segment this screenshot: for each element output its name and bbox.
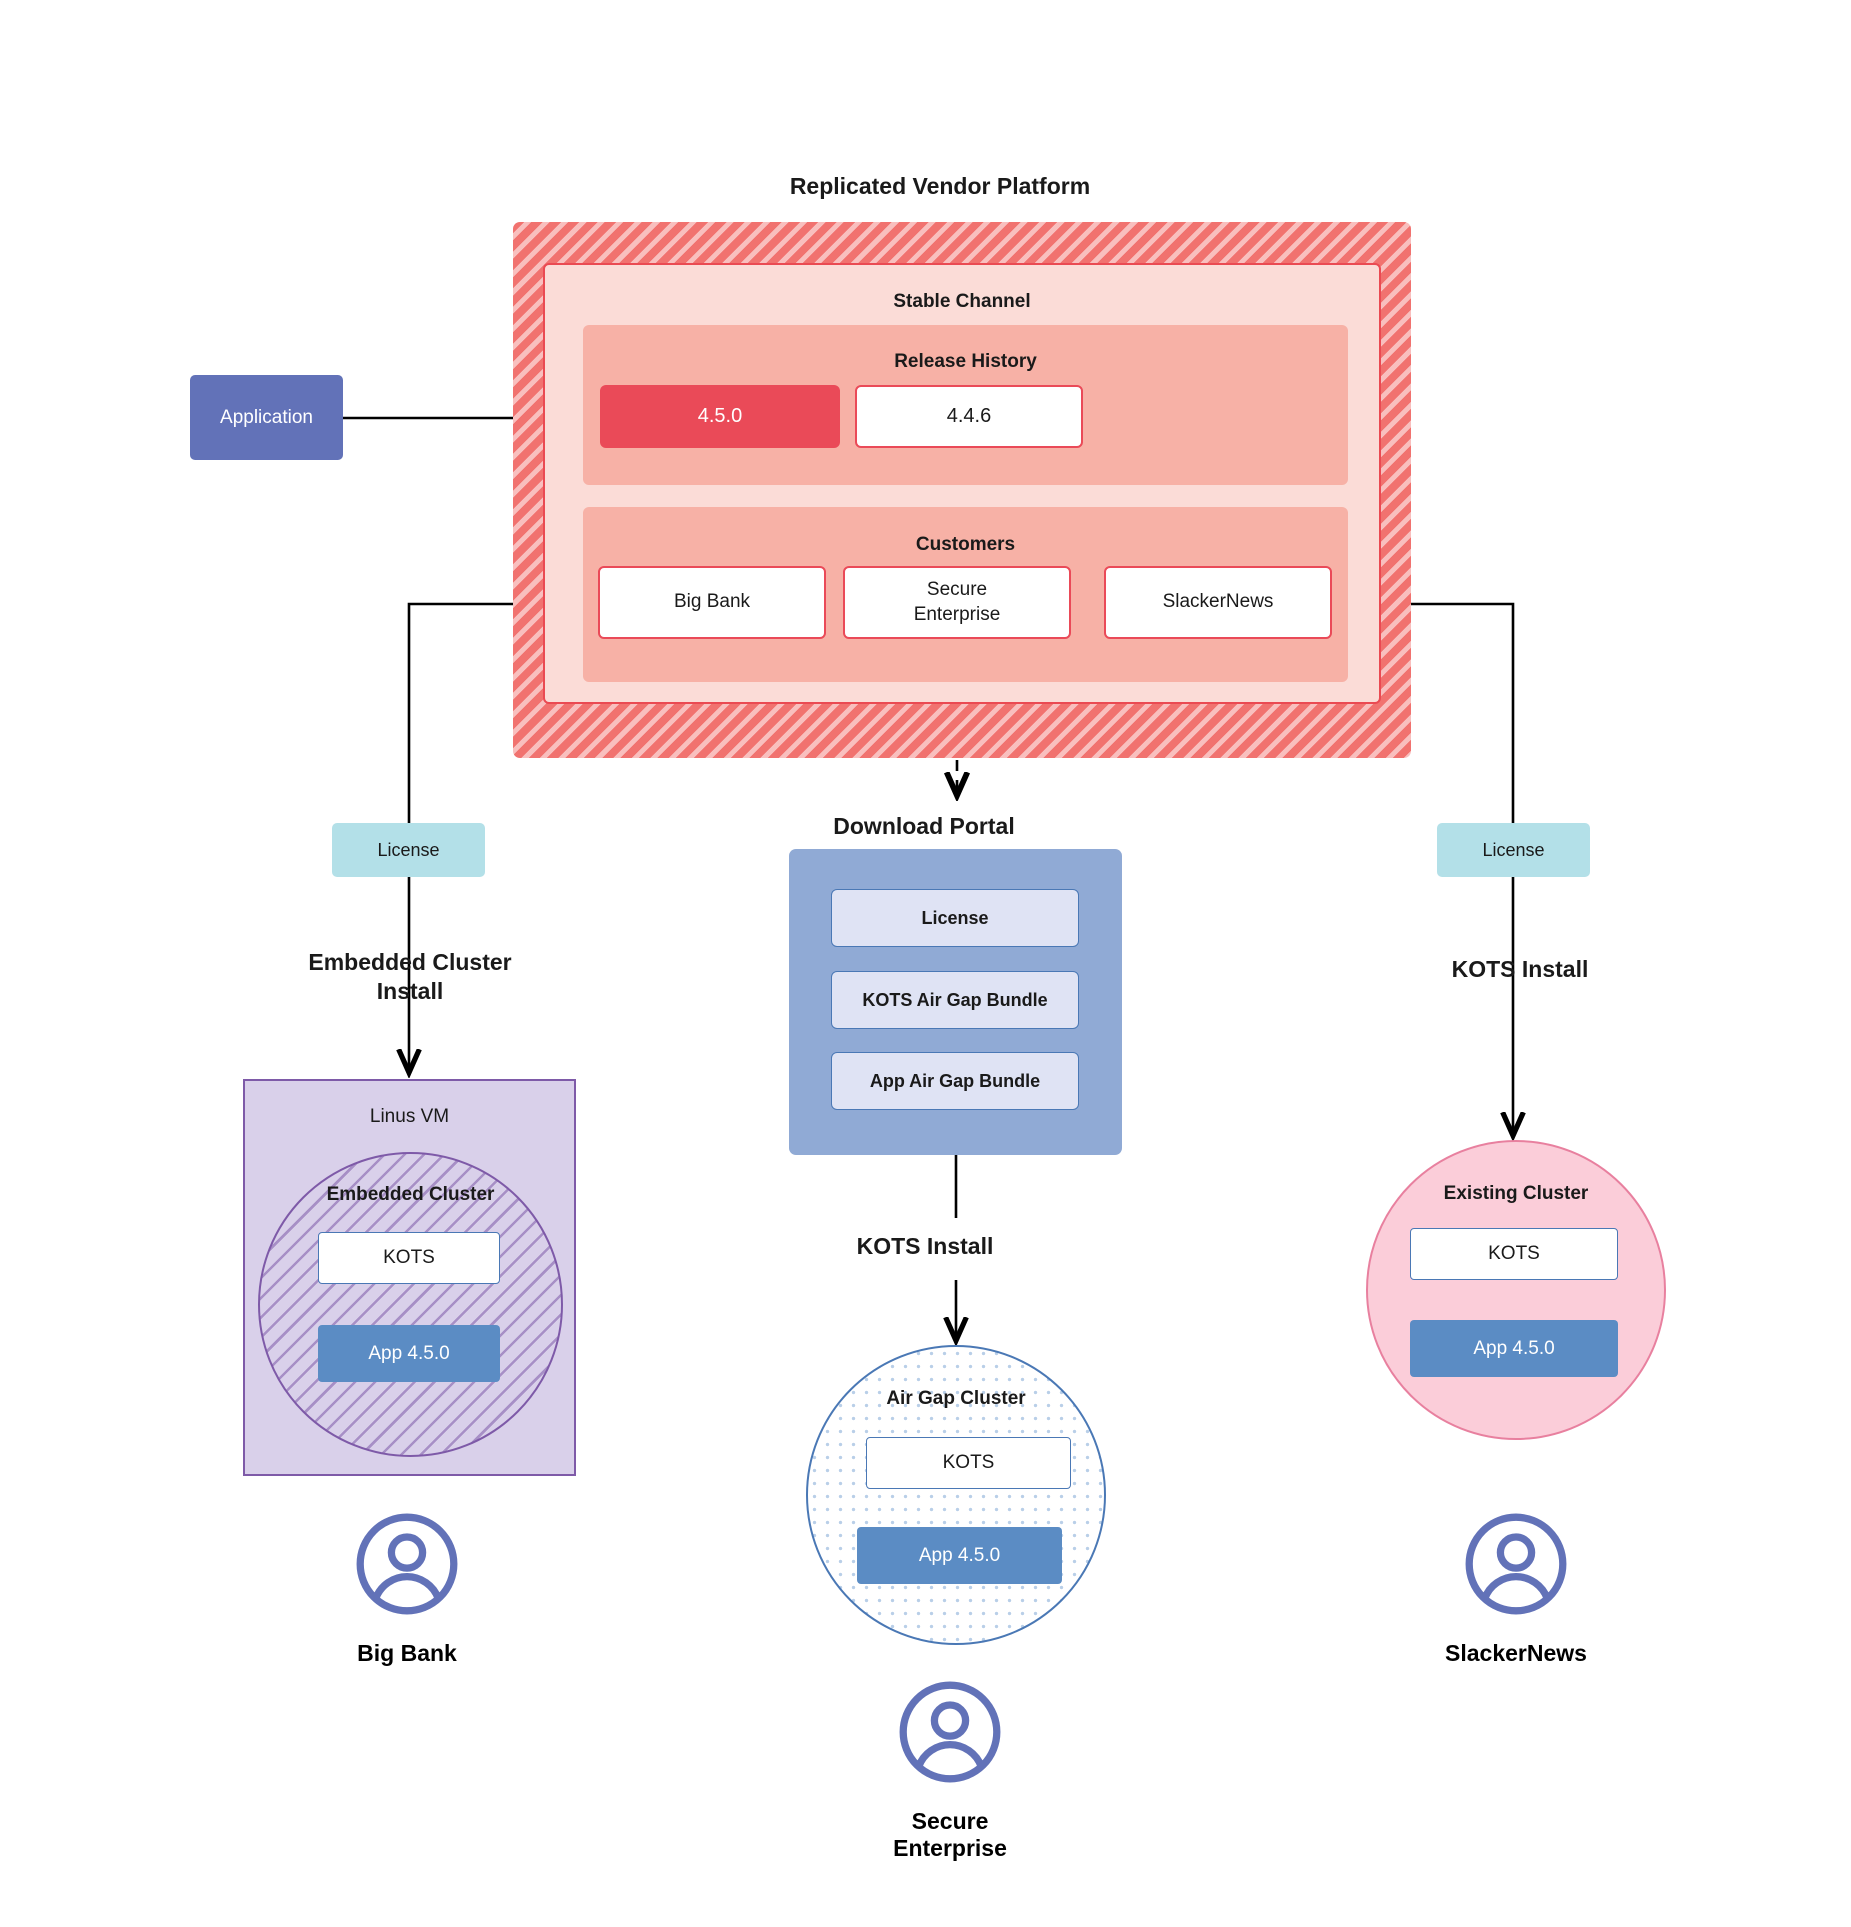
- linux-vm-title: Linus VM: [369, 1106, 450, 1127]
- person-label-slackernews: SlackerNews: [1445, 1640, 1587, 1666]
- app-box-embedded[interactable]: App 4.5.0: [318, 1325, 500, 1382]
- user-avatar-icon: [1465, 1513, 1567, 1615]
- existing-cluster-title: Existing Cluster: [1443, 1183, 1589, 1204]
- embedded-cluster-title: Embedded Cluster: [326, 1184, 495, 1205]
- app-box-airgap[interactable]: App 4.5.0: [857, 1527, 1062, 1584]
- install-label-kots-airgap: KOTS Install: [856, 1233, 994, 1259]
- kots-box-airgap[interactable]: KOTS: [866, 1437, 1071, 1489]
- license-badge-left[interactable]: License: [332, 823, 485, 877]
- person-label-big-bank: Big Bank: [357, 1640, 457, 1666]
- download-portal-title: Download Portal: [833, 813, 1015, 839]
- application-box[interactable]: Application: [190, 375, 343, 460]
- release-box-previous[interactable]: 4.4.6: [855, 385, 1083, 448]
- license-badge-right[interactable]: License: [1437, 823, 1590, 877]
- air-gap-cluster-title: Air Gap Cluster: [886, 1388, 1026, 1409]
- customers-title: Customers: [915, 534, 1016, 555]
- portal-item-license[interactable]: License: [831, 889, 1079, 947]
- user-avatar-icon: [899, 1681, 1001, 1783]
- customer-box-slackernews[interactable]: SlackerNews: [1104, 566, 1332, 639]
- stable-channel-title: Stable Channel: [893, 291, 1031, 312]
- customer-box-big-bank[interactable]: Big Bank: [598, 566, 826, 639]
- air-gap-cluster-circle: [806, 1345, 1106, 1645]
- portal-item-app-air-gap-bundle[interactable]: App Air Gap Bundle: [831, 1052, 1079, 1110]
- release-box-current[interactable]: 4.5.0: [600, 385, 840, 448]
- kots-box-embedded[interactable]: KOTS: [318, 1232, 500, 1284]
- user-avatar-icon: [356, 1513, 458, 1615]
- install-label-kots-existing: KOTS Install: [1451, 956, 1589, 982]
- kots-box-existing[interactable]: KOTS: [1410, 1228, 1618, 1280]
- release-history-title: Release History: [894, 351, 1037, 372]
- embedded-cluster-circle: [258, 1152, 563, 1457]
- existing-cluster-circle: [1366, 1140, 1666, 1440]
- portal-item-kots-air-gap-bundle[interactable]: KOTS Air Gap Bundle: [831, 971, 1079, 1029]
- page-title: Replicated Vendor Platform: [789, 173, 1091, 199]
- app-box-existing[interactable]: App 4.5.0: [1410, 1320, 1618, 1377]
